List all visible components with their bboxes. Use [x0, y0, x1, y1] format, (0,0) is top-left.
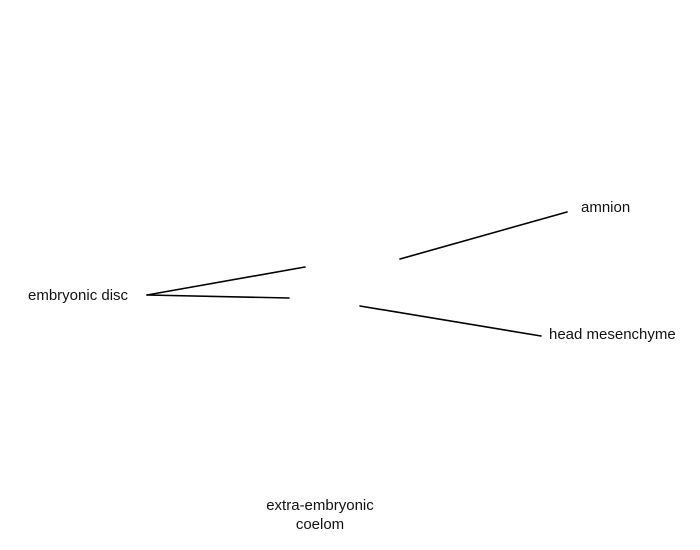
label-amnion: amnion: [581, 199, 631, 216]
leader-line-amnion: [399, 211, 568, 260]
leader-line-head-mesenchyme: [359, 305, 542, 337]
label-head-mesenchyme: head mesenchyme: [549, 326, 676, 343]
leader-line-embryonic-disc-upper: [146, 266, 306, 296]
label-extra-embryonic-coelom: extra-embryonic coelom: [250, 496, 390, 534]
label-coelom-line-2: coelom: [295, 516, 345, 533]
label-coelom-line-1: extra-embryonic: [266, 497, 374, 514]
leader-line-embryonic-disc-lower: [146, 294, 290, 299]
label-embryonic-disc: embryonic disc: [28, 287, 129, 304]
